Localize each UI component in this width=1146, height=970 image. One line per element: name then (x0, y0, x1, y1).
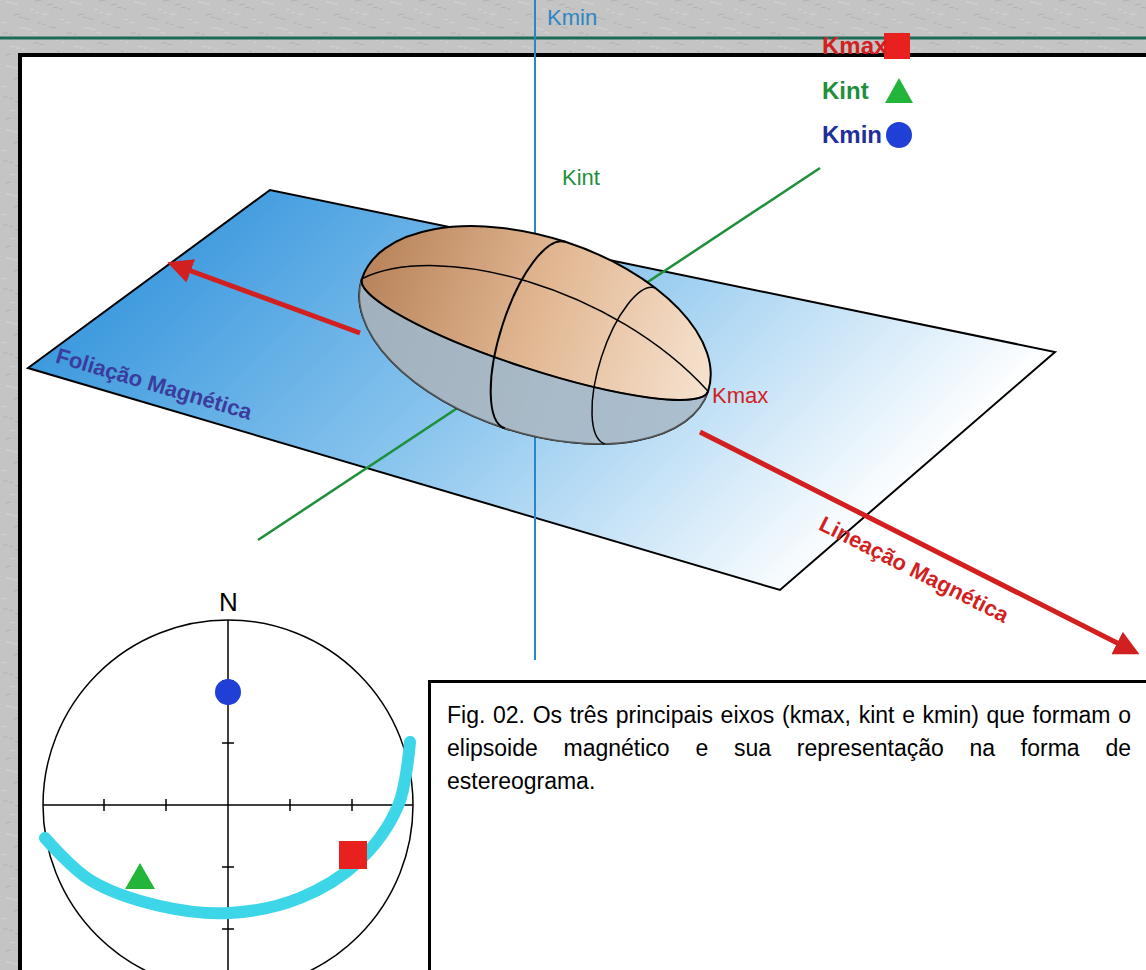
caption-box: Fig. 02. Os três principais eixos (kmax,… (428, 680, 1146, 970)
legend-symbol (884, 120, 914, 150)
axis-label: Kmax (712, 384, 768, 408)
north-label: N (219, 588, 238, 617)
legend-label: Kmax (822, 32, 884, 60)
axis-label: Kmin (547, 6, 597, 30)
legend-entry: Kmax (822, 32, 910, 60)
stereogram (43, 620, 413, 970)
figure-caption: Fig. 02. Os três principais eixos (kmax,… (447, 699, 1131, 798)
legend-symbol (884, 76, 914, 106)
legend-label: Kint (822, 77, 884, 105)
legend-entry: Kmin (822, 120, 914, 150)
legend-swatch (884, 33, 910, 59)
legend-label: Kmin (822, 121, 884, 149)
legend-entry: Kint (822, 76, 914, 106)
axis-label: Kint (562, 166, 600, 190)
